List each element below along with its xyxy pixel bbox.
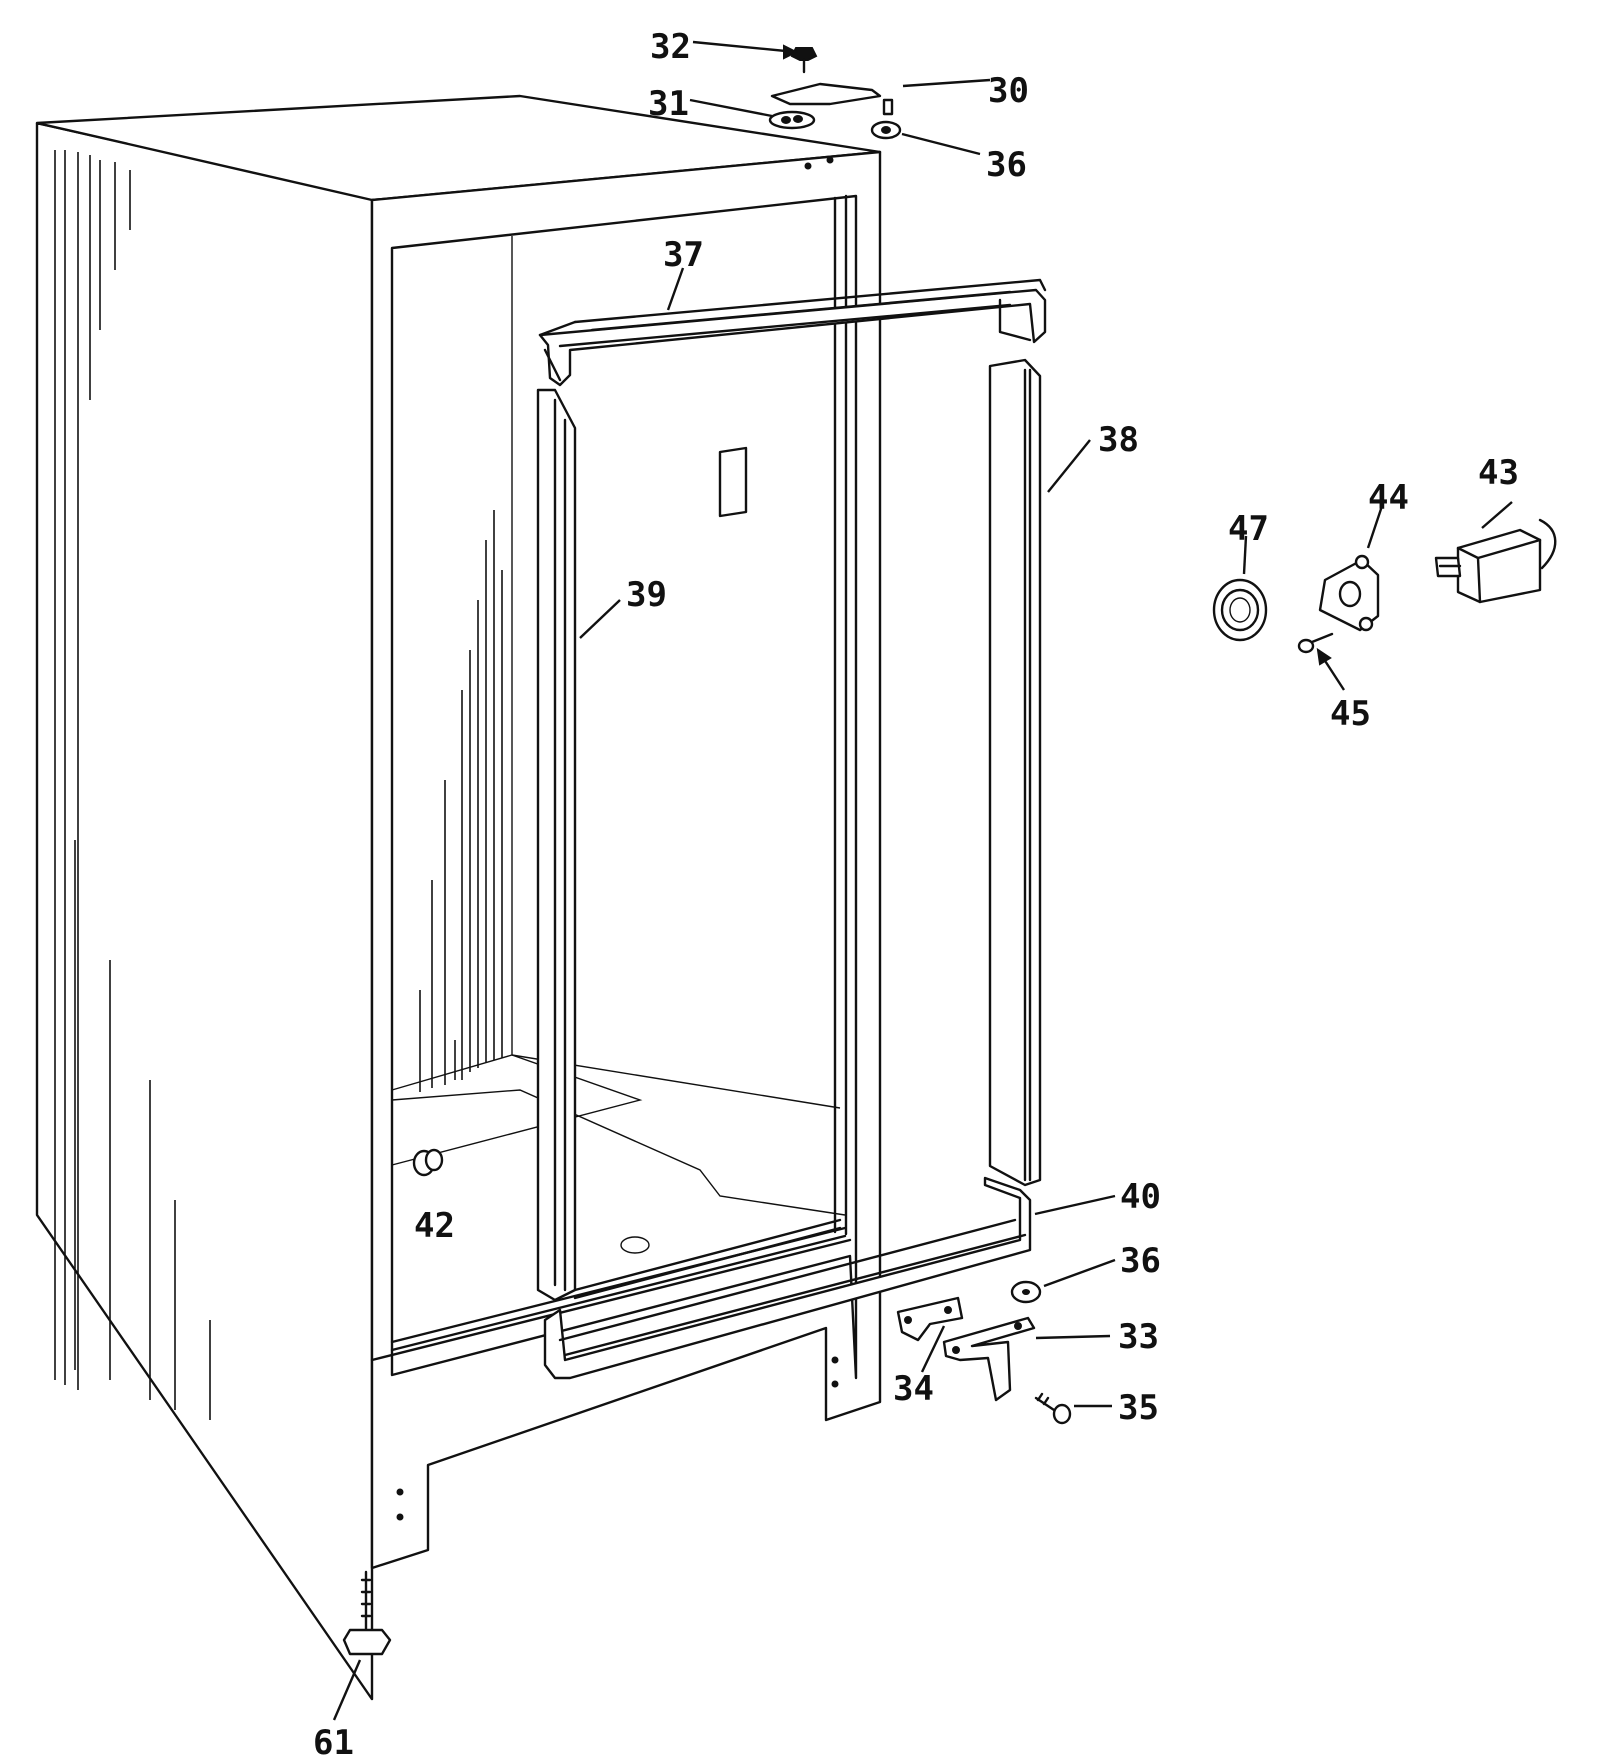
callout-39: 39: [626, 575, 667, 615]
bracket-44: [1318, 554, 1380, 632]
gasket-side-38: [988, 358, 1042, 1187]
hinge-30: [770, 82, 894, 116]
callout-31: 31: [648, 84, 689, 124]
callout-47: 47: [1228, 509, 1269, 549]
callout-36-top: 36: [986, 145, 1027, 185]
gasket-side-39: [536, 388, 577, 1302]
screw-45: [1297, 632, 1334, 654]
callout-45: 45: [1330, 694, 1371, 734]
callout-37: 37: [663, 235, 704, 275]
callout-38: 38: [1098, 420, 1139, 460]
washer-36-bottom: [1010, 1280, 1042, 1304]
callout-44: 44: [1368, 478, 1409, 518]
leader-lines: [332, 40, 1513, 1721]
callout-61: 61: [313, 1723, 354, 1760]
callout-34: 34: [893, 1369, 934, 1409]
hinge-shim-34: [896, 1296, 964, 1342]
side-panel-shading: [54, 150, 503, 1420]
callout-36-bottom: 36: [1120, 1241, 1161, 1281]
thermostat-43: [1434, 518, 1557, 604]
leveling-foot-61: [342, 1570, 392, 1656]
gasket-bottom-40: [543, 1176, 1032, 1380]
callout-33: 33: [1118, 1317, 1159, 1357]
cabinet: [35, 94, 882, 1701]
gasket-top-37: [538, 278, 1047, 387]
screw-32: [790, 47, 818, 74]
callout-labels: 32 30 31 36 37 38 39 43 44 47 45 42 40 3…: [313, 27, 1519, 1760]
hinge-33: [942, 1316, 1036, 1402]
callout-43: 43: [1478, 453, 1519, 493]
knob-47: [1212, 578, 1268, 642]
callout-30: 30: [988, 71, 1029, 111]
inner-frame-lines: [573, 1218, 842, 1300]
shim-31: [768, 110, 816, 130]
washer-36-top: [870, 120, 902, 140]
screw-35: [1034, 1392, 1072, 1425]
callout-42: 42: [414, 1206, 455, 1246]
callout-40: 40: [1120, 1177, 1161, 1217]
callout-32: 32: [650, 27, 691, 67]
callout-35: 35: [1118, 1388, 1159, 1428]
